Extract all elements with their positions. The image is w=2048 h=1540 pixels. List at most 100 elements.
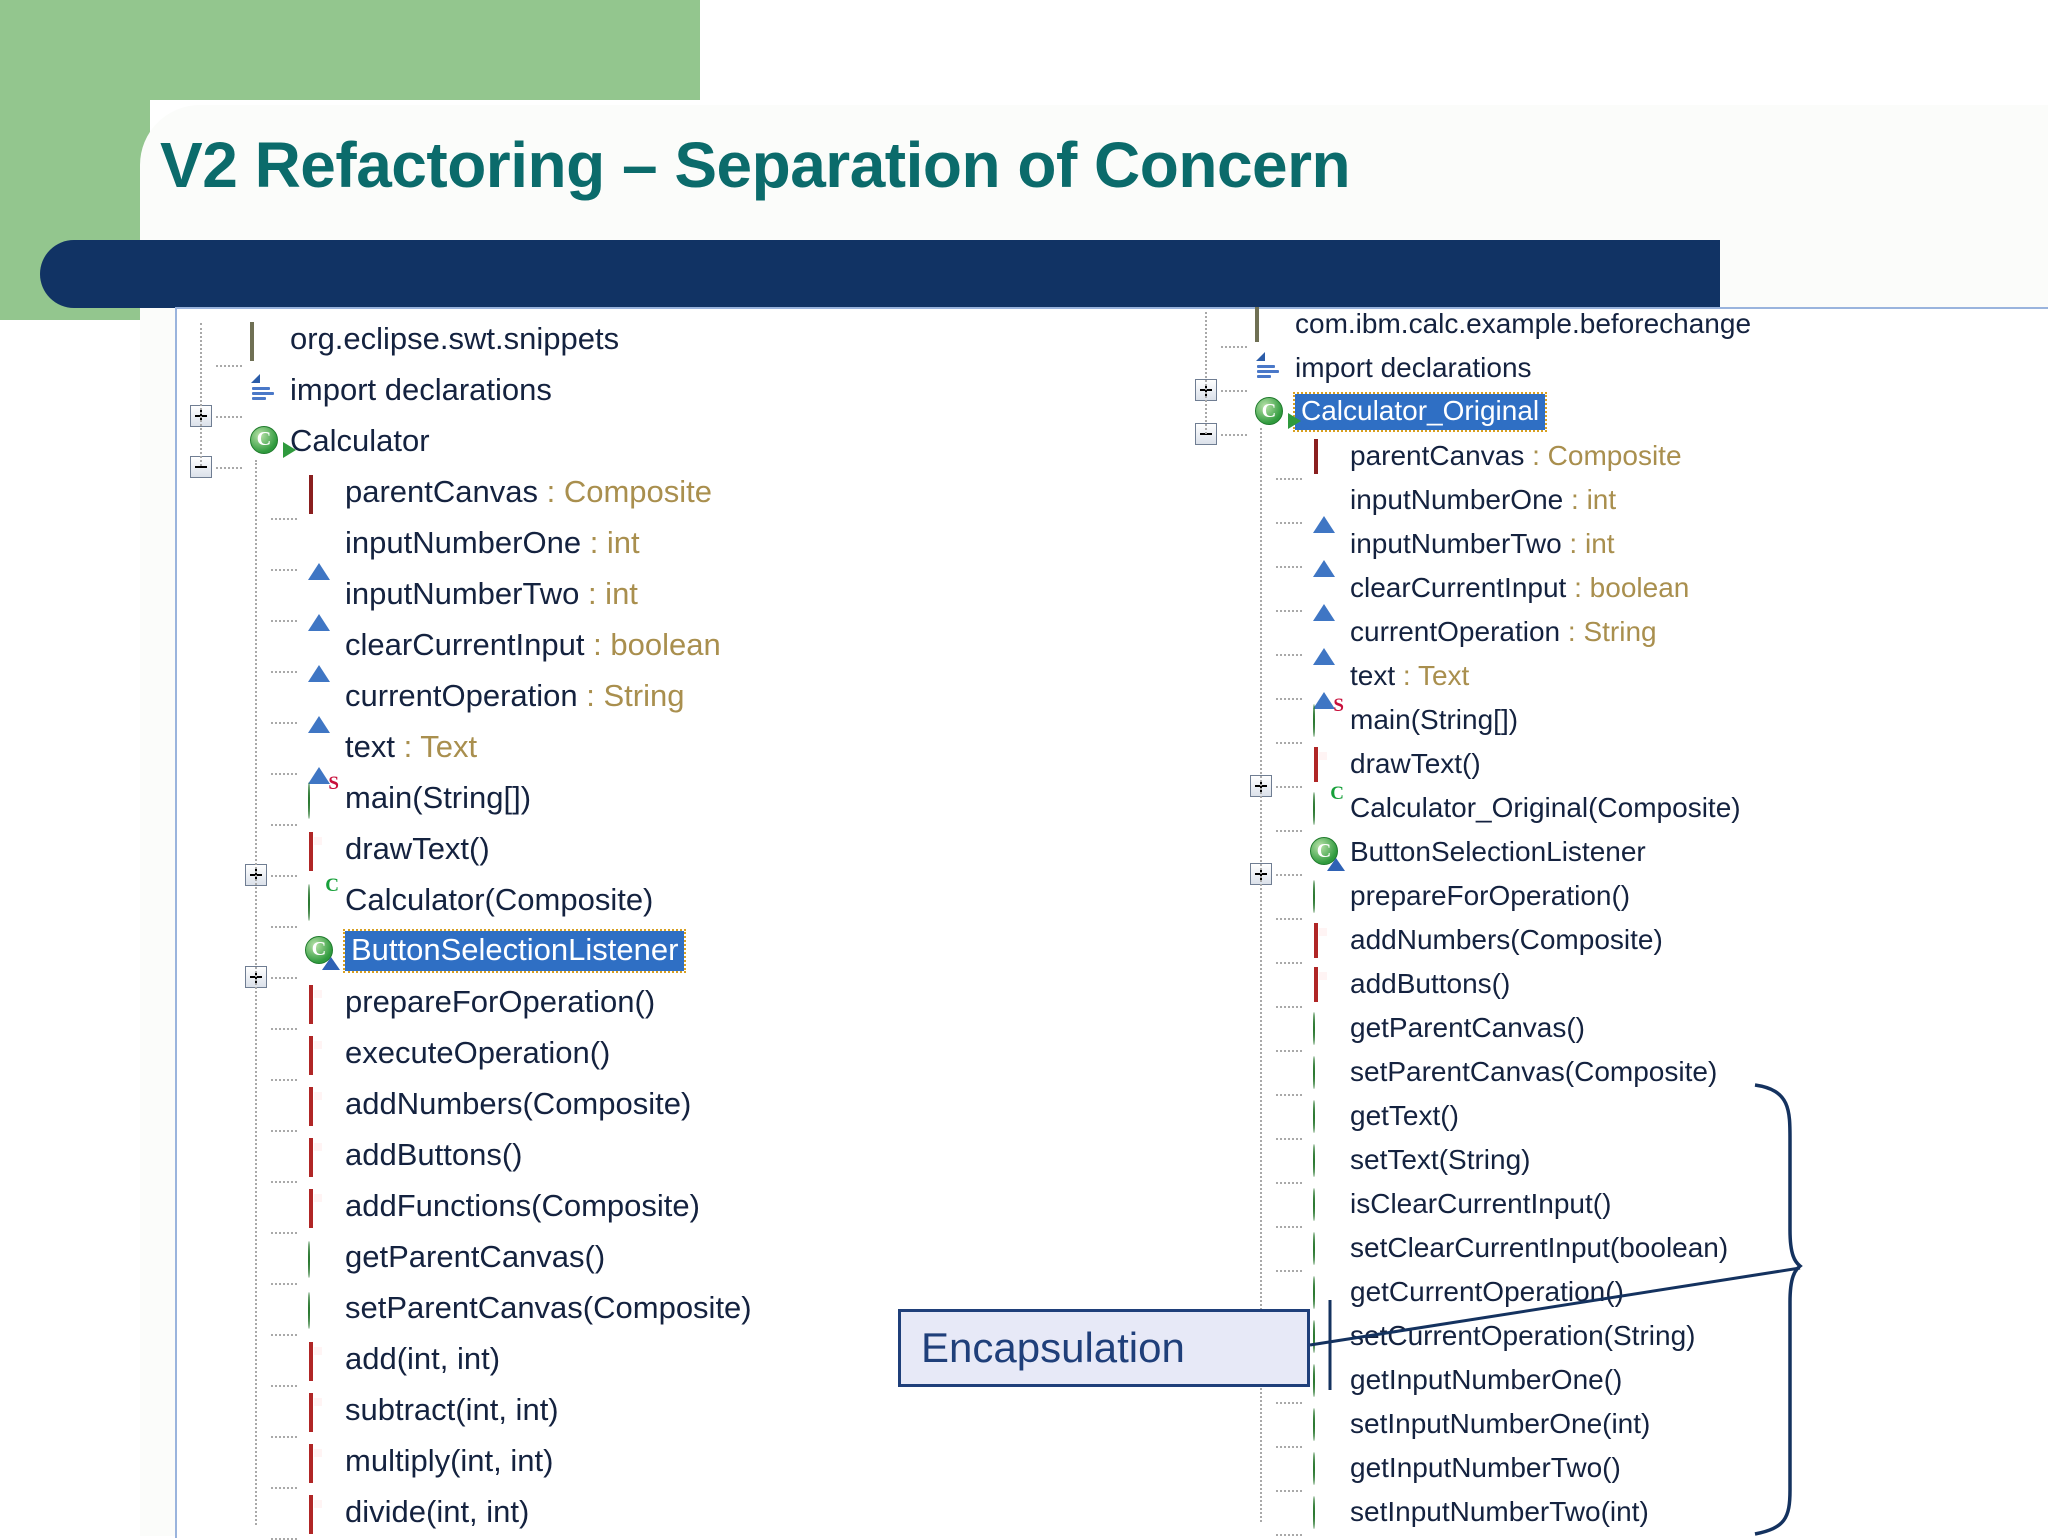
tree-connector (1276, 698, 1302, 700)
tree-row[interactable]: addNumbers(Composite) (190, 1078, 752, 1132)
tree-connector (271, 925, 297, 928)
tree-connector (271, 1129, 297, 1132)
tree-row[interactable]: com.ibm.calc.example.beforechange (1195, 302, 1751, 348)
tree-row[interactable]: addButtons() (1195, 962, 1751, 1008)
tree-row[interactable]: parentCanvas : Composite (190, 466, 752, 520)
tree-item-label: clearCurrentInput : boolean (1350, 572, 1690, 603)
tree-row[interactable]: drawText() (1195, 742, 1751, 797)
tree-row[interactable]: getText() (1195, 1094, 1751, 1140)
tree-row[interactable]: divide(int, int) (190, 1486, 752, 1540)
tree-row[interactable]: prepareForOperation() (190, 976, 752, 1030)
tree-row[interactable]: add(int, int) (190, 1333, 752, 1387)
import-declarations-icon (250, 373, 280, 405)
private-field-icon (1310, 439, 1340, 474)
tree-row[interactable]: prepareForOperation() (1195, 874, 1751, 920)
tree-row[interactable]: clearCurrentInput : boolean (190, 619, 752, 682)
tree-item-label: clearCurrentInput : boolean (345, 626, 721, 662)
tree-row[interactable]: getParentCanvas() (190, 1231, 752, 1285)
tree-row[interactable]: import declarations (190, 364, 752, 427)
tree-row[interactable]: inputNumberOne : int (190, 517, 752, 580)
tree-item-label: import declarations (1295, 352, 1532, 383)
tree-connector (271, 1027, 297, 1030)
runnable-arrow-icon (283, 441, 296, 458)
tree-row[interactable]: addNumbers(Composite) (1195, 918, 1751, 964)
tree-item-label: addFunctions(Composite) (345, 1187, 700, 1223)
inner-class-icon: C (305, 935, 335, 966)
tree-item-label: setClearCurrentInput(boolean) (1350, 1232, 1729, 1263)
tree-item-label: Calculator_Original (1292, 392, 1548, 432)
tree-connector (271, 1231, 297, 1234)
tree-row[interactable]: inputNumberOne : int (1195, 478, 1751, 533)
tree-connector (1276, 874, 1302, 876)
tree-item-label: inputNumberOne : int (1350, 484, 1617, 515)
tree-connector (1221, 390, 1247, 392)
private-method-icon (305, 831, 335, 871)
tree-connector (216, 364, 242, 367)
inner-class-icon: C (1310, 837, 1340, 867)
tree-row[interactable]: getParentCanvas() (1195, 1006, 1751, 1052)
tree-row[interactable]: setText(String) (1195, 1138, 1751, 1184)
protected-field-icon (1310, 485, 1340, 533)
tree-row[interactable]: org.eclipse.swt.snippets (190, 313, 752, 367)
public-method-icon: C (1310, 783, 1344, 825)
tree-row[interactable]: addButtons() (190, 1129, 752, 1183)
tree-item-label: currentOperation : String (345, 677, 685, 713)
tree-row[interactable]: setParentCanvas(Composite) (190, 1282, 752, 1336)
modifier-badge-s: S (328, 772, 339, 794)
tree-connector (271, 517, 297, 520)
tree-row[interactable]: text : Text (190, 721, 752, 784)
private-method-icon (305, 1188, 335, 1228)
tree-row[interactable]: drawText() (190, 823, 752, 886)
tree-row[interactable]: setInputNumberTwo(int) (1195, 1490, 1751, 1536)
tree-row[interactable]: getInputNumberTwo() (1195, 1446, 1751, 1492)
tree-row[interactable]: setParentCanvas(Composite) (1195, 1050, 1751, 1096)
tree-row[interactable]: clearCurrentInput : boolean (1195, 566, 1751, 621)
tree-item-label: ButtonSelectionListener (342, 928, 687, 973)
encapsulation-callout[interactable]: Encapsulation (898, 1309, 1310, 1387)
package-icon (250, 321, 280, 361)
public-method-icon (305, 1291, 335, 1329)
tree-connector (1276, 1270, 1302, 1272)
tree-row[interactable]: import declarations (1195, 346, 1751, 401)
tree-row[interactable]: text : Text (1195, 654, 1751, 709)
tree-row[interactable]: setInputNumberOne(int) (1195, 1402, 1751, 1448)
tree-row[interactable]: getInputNumberOne() (1195, 1358, 1751, 1404)
private-method-icon (1310, 967, 1340, 1002)
public-method-icon (1310, 1364, 1340, 1397)
protected-field-icon (305, 680, 335, 733)
tree-item-label: drawText() (1350, 748, 1481, 779)
tree-row[interactable]: parentCanvas : Composite (1195, 434, 1751, 480)
tree-connector (1276, 742, 1302, 744)
tree-row[interactable]: currentOperation : String (1195, 610, 1751, 665)
tree-item-label: Calculator_Original(Composite) (1350, 792, 1741, 823)
tree-row[interactable]: setClearCurrentInput(boolean) (1195, 1226, 1751, 1272)
tree-item-label: Calculator (290, 422, 430, 458)
tree-row[interactable]: currentOperation : String (190, 670, 752, 733)
tree-item-label: getParentCanvas() (1350, 1012, 1586, 1043)
tree-connector (1276, 786, 1302, 788)
tree-connector (216, 466, 242, 469)
private-method-icon (305, 1137, 335, 1177)
import-declarations-icon (1255, 352, 1285, 383)
tree-row[interactable]: isClearCurrentInput() (1195, 1182, 1751, 1228)
tree-row[interactable]: subtract(int, int) (190, 1384, 752, 1438)
tree-row[interactable]: inputNumberTwo : int (1195, 522, 1751, 577)
tree-row[interactable]: executeOperation() (190, 1027, 752, 1081)
tree-item-label: isClearCurrentInput() (1350, 1188, 1612, 1219)
tree-item-label: text : Text (345, 728, 478, 764)
tree-row[interactable]: inputNumberTwo : int (190, 568, 752, 631)
tree-row[interactable]: getCurrentOperation() (1195, 1270, 1751, 1316)
tree-row[interactable]: multiply(int, int) (190, 1435, 752, 1489)
tree-row[interactable]: addFunctions(Composite) (190, 1180, 752, 1234)
tree-connector (1276, 1050, 1302, 1052)
